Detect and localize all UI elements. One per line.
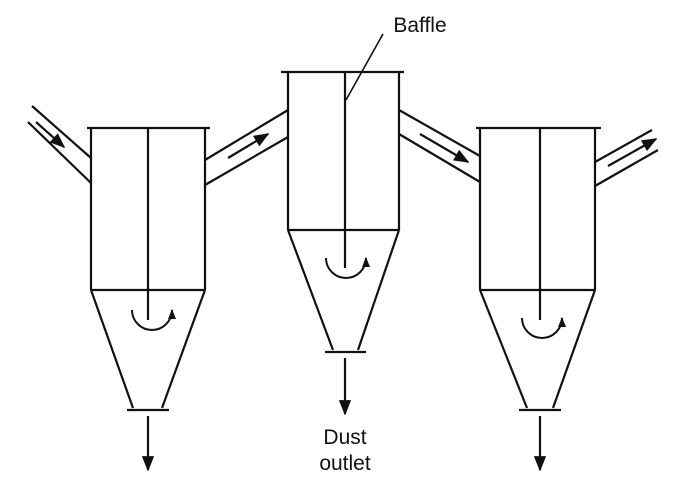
cyclone-1-swirl-arrow [131, 309, 176, 331]
dust-outlet-label-line1: Dust [323, 426, 366, 449]
cyclone-2-swirl-arrow [325, 257, 370, 279]
dust-outlet-label-line2: outlet [319, 452, 371, 475]
cyclone-3-swirl-arrow [521, 317, 566, 339]
cyclone-1 [87, 126, 210, 472]
cyclone-3 [476, 126, 601, 472]
connecting-duct-1 [204, 109, 289, 186]
cyclone-2 [281, 70, 404, 416]
baffle-leader-line [345, 33, 384, 101]
inlet-duct [27, 105, 92, 184]
baffle-label: Baffle [393, 14, 446, 37]
outlet-duct [594, 129, 659, 187]
connecting-duct-2 [398, 109, 481, 183]
